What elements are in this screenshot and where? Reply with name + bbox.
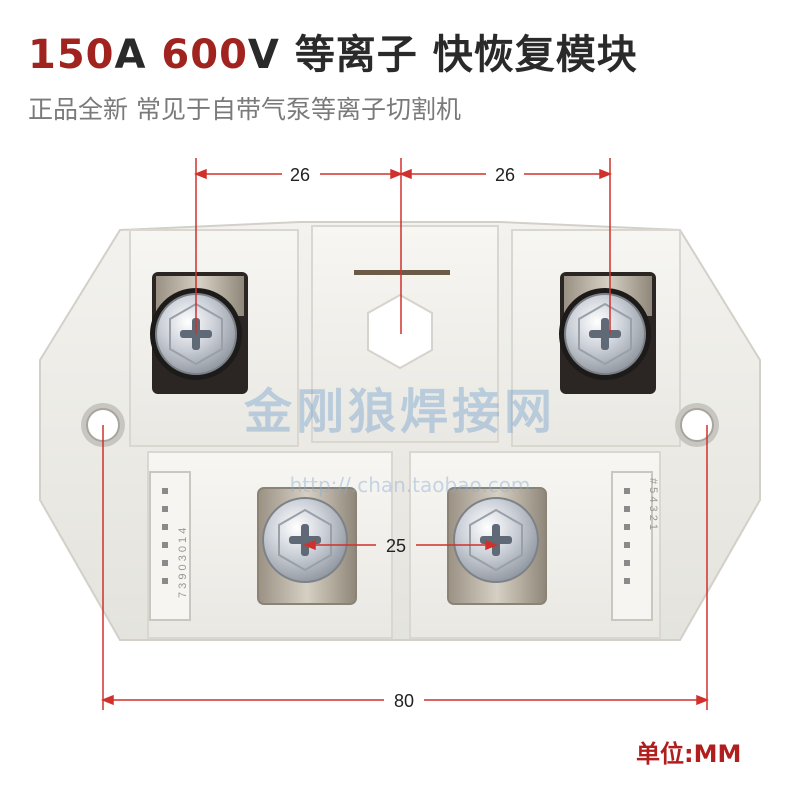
hexagon-recess-icon bbox=[367, 293, 433, 370]
dimension-middle: 25 bbox=[386, 536, 406, 556]
mounting-hole-right-icon bbox=[675, 403, 719, 447]
phillips-screw-icon bbox=[480, 524, 512, 556]
subtitle: 正品全新 常见于自带气泵等离子切割机 bbox=[28, 95, 461, 124]
left-pin-code: 7 3 9 0 3 0 1 4 bbox=[177, 528, 189, 598]
unit-label: 单位:MM bbox=[636, 740, 742, 768]
terminal-top-left bbox=[150, 272, 248, 394]
watermark-url: http://.chan.taobao.com bbox=[290, 473, 531, 497]
page-title: 150A 600V 等离子 快恢复模块 bbox=[28, 22, 638, 80]
title-product-name: 等离子 快恢复模块 bbox=[294, 32, 638, 78]
terminal-top-right bbox=[559, 272, 656, 394]
phillips-screw-icon bbox=[589, 318, 621, 350]
pin-connector-left bbox=[149, 471, 191, 621]
dimension-top-left: 26 bbox=[290, 165, 310, 185]
dimension-top-right: 26 bbox=[495, 165, 515, 185]
pin-connector-right bbox=[611, 471, 653, 621]
title-current-unit: A bbox=[114, 32, 147, 78]
title-voltage-unit: V bbox=[247, 32, 280, 78]
terminal-bottom-left bbox=[257, 487, 357, 605]
right-pin-code: # 5 4 3 2 1 bbox=[647, 478, 659, 530]
dimension-bottom: 80 bbox=[394, 691, 414, 711]
title-current: 150 bbox=[28, 32, 115, 78]
watermark-brand: 金刚狼焊接网 bbox=[243, 384, 556, 440]
terminal-bottom-right bbox=[447, 487, 547, 605]
slot-mark bbox=[354, 270, 450, 275]
title-voltage: 600 bbox=[161, 32, 248, 78]
